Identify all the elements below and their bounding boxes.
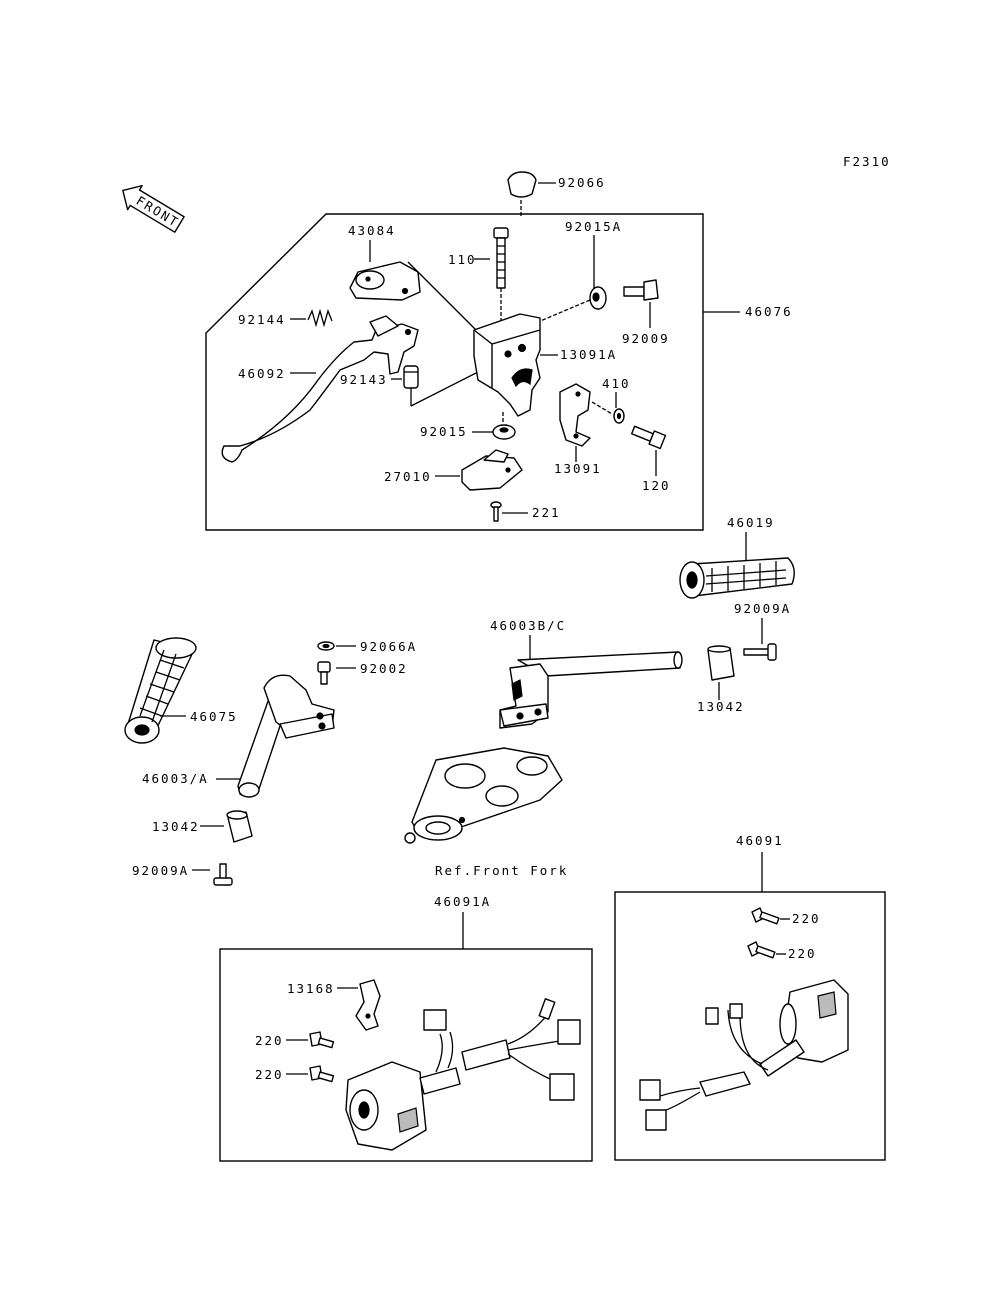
figure-code: F2310 bbox=[843, 154, 891, 169]
part-13042-left-weight bbox=[226, 810, 253, 843]
part-92015-label: 92015 bbox=[420, 424, 468, 439]
part-220-a-label: 220 bbox=[792, 911, 821, 926]
part-46003BC-label: 46003B/C bbox=[490, 618, 566, 633]
part-92009A-left-label: 92009A bbox=[132, 863, 189, 878]
part-110-bolt bbox=[493, 227, 509, 328]
part-46003A-handlebar bbox=[237, 674, 335, 798]
switch-46091A-box bbox=[219, 948, 593, 1162]
part-27010-switch bbox=[461, 449, 523, 491]
part-221-label: 221 bbox=[532, 505, 561, 520]
part-220-b-label: 220 bbox=[788, 946, 817, 961]
part-13042-left-label: 13042 bbox=[152, 819, 200, 834]
part-110-label: 110 bbox=[448, 252, 477, 267]
switch-46091-housing bbox=[639, 979, 849, 1131]
part-92009A-right-label: 92009A bbox=[734, 601, 791, 616]
master-cylinder-body bbox=[473, 313, 541, 417]
part-27010-label: 27010 bbox=[384, 469, 432, 484]
part-120-label: 120 bbox=[642, 478, 671, 493]
part-92015A-nut bbox=[589, 286, 607, 310]
part-92066A-washer bbox=[317, 641, 335, 651]
part-13042-right-weight bbox=[707, 645, 735, 681]
part-92066A-label: 92066A bbox=[360, 639, 417, 654]
part-46003A-label: 46003/A bbox=[142, 771, 209, 786]
part-92066-label: 92066 bbox=[558, 175, 606, 190]
part-120-bolt bbox=[630, 425, 667, 450]
lever-assembly-box bbox=[205, 213, 704, 531]
part-220-d-screw bbox=[309, 1065, 335, 1083]
part-220-d-label: 220 bbox=[255, 1067, 284, 1082]
part-46076-label: 46076 bbox=[745, 304, 793, 319]
part-220-b-screw bbox=[747, 941, 776, 959]
part-92002-label: 92002 bbox=[360, 661, 408, 676]
part-92009-label: 92009 bbox=[622, 331, 670, 346]
part-92015A-label: 92015A bbox=[565, 219, 622, 234]
part-13168-bracket bbox=[355, 979, 381, 1031]
part-43084-cover bbox=[349, 261, 421, 301]
part-92002-bolt bbox=[317, 661, 331, 685]
part-46075-grip bbox=[124, 637, 197, 744]
part-410-washer bbox=[613, 408, 625, 424]
switch-46091A-housing bbox=[345, 998, 581, 1151]
part-92009A-left-screw bbox=[213, 863, 233, 886]
fork-top-bridge bbox=[404, 747, 563, 844]
part-221-screw bbox=[490, 501, 502, 522]
part-92009-screw bbox=[623, 279, 659, 301]
part-46091-label: 46091 bbox=[736, 833, 784, 848]
part-410-label: 410 bbox=[602, 376, 631, 391]
part-46075-label: 46075 bbox=[190, 709, 238, 724]
part-92009A-right-screw bbox=[743, 643, 777, 661]
front-arrow-icon: FRONT bbox=[122, 184, 185, 233]
part-43084-label: 43084 bbox=[348, 223, 396, 238]
part-13168-label: 13168 bbox=[287, 981, 335, 996]
ref-front-fork-label: Ref.Front Fork bbox=[435, 863, 568, 878]
part-13091-label: 13091 bbox=[554, 461, 602, 476]
part-46092-lever bbox=[221, 315, 419, 463]
part-46092-label: 46092 bbox=[238, 366, 286, 381]
part-13091A-label: 13091A bbox=[560, 347, 617, 362]
part-92144-spring bbox=[307, 308, 333, 328]
part-92143-label: 92143 bbox=[340, 372, 388, 387]
part-92144-label: 92144 bbox=[238, 312, 286, 327]
part-46019-grip bbox=[679, 557, 795, 599]
switch-46091-box bbox=[614, 891, 886, 1161]
part-92143-collar bbox=[403, 365, 419, 406]
part-46091A-label: 46091A bbox=[434, 894, 491, 909]
part-46019-label: 46019 bbox=[727, 515, 775, 530]
part-13091-clamp bbox=[559, 383, 591, 447]
part-220-a-screw bbox=[751, 907, 780, 925]
part-92066-cap bbox=[507, 171, 556, 216]
part-220-c-screw bbox=[309, 1031, 335, 1049]
part-13042-right-label: 13042 bbox=[697, 699, 745, 714]
part-92015-nut bbox=[492, 424, 516, 440]
part-46003BC-handlebar bbox=[499, 651, 683, 729]
part-220-c-label: 220 bbox=[255, 1033, 284, 1048]
